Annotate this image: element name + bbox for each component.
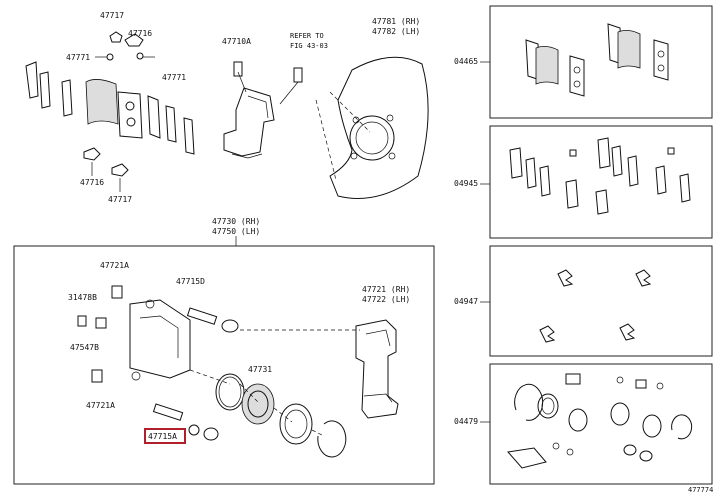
pad-shim-6 <box>183 117 195 155</box>
slide-pin-47715D <box>186 307 218 325</box>
label-47717-bottom: 47717 <box>108 195 132 204</box>
label-47781: 47781 (RH) <box>372 17 420 26</box>
slide-pin-47715A <box>152 403 184 421</box>
kit-box-04479 <box>489 363 713 485</box>
piston-boot <box>279 403 313 445</box>
label-refer-to: REFER TO <box>290 32 324 40</box>
caliper-piston <box>241 383 275 425</box>
pad-shim-2 <box>39 71 51 109</box>
pad-shim-5 <box>165 105 177 143</box>
label-47722: 47722 (LH) <box>362 295 410 304</box>
label-47716-bottom: 47716 <box>80 178 104 187</box>
label-refer-fig: FIG 43-03 <box>290 42 328 50</box>
bleeder-screw <box>95 317 107 329</box>
kit-04947-clips <box>539 269 652 343</box>
label-47710A: 47710A <box>222 37 251 46</box>
bleeder-cap <box>77 315 87 327</box>
kit-04945-shims <box>509 137 691 215</box>
brake-pad-inner <box>85 79 119 125</box>
bracket-bolt-1 <box>233 61 243 77</box>
label-47715A[interactable]: 47715A <box>148 432 177 441</box>
label-47721: 47721 (RH) <box>362 285 410 294</box>
pad-clip-top <box>109 31 123 43</box>
dust-shield-outline <box>329 56 429 199</box>
highlight-box-47715A[interactable] <box>144 428 186 444</box>
label-47771-right: 47771 <box>162 73 186 82</box>
label-47731: 47731 <box>248 365 272 374</box>
brake-pad-outer <box>117 91 143 139</box>
caliper-mounting-bracket <box>223 61 303 159</box>
pin-boot-lower <box>203 427 219 441</box>
pad-pin-left <box>106 53 114 61</box>
kit-label-04945: 04945 <box>454 179 478 188</box>
caliper-assembly-box <box>13 245 435 485</box>
pin-bushing <box>188 424 200 436</box>
kit-label-04479: 04479 <box>454 417 478 426</box>
label-47721A-top: 47721A <box>100 261 129 270</box>
pad-shim-3 <box>61 79 73 117</box>
caliper-cylinder <box>129 299 191 379</box>
boot-set-ring <box>317 420 347 458</box>
bleeder-lower <box>91 369 103 383</box>
diagram-footer-code: 477774 <box>688 486 713 494</box>
kit-04479-seal-kit <box>507 373 693 469</box>
piston-seal <box>215 373 245 411</box>
bleeder-plug <box>111 285 123 299</box>
pad-pin-right <box>136 52 144 60</box>
brake-pad-group <box>25 31 195 192</box>
label-47750: 47750 (LH) <box>212 227 260 236</box>
label-47771-left: 47771 <box>66 53 90 62</box>
caliper-assembly-parts <box>77 285 399 458</box>
kit-box-04465 <box>489 5 713 119</box>
pad-shim-1 <box>25 61 39 99</box>
label-47717-top: 47717 <box>100 11 124 20</box>
pad-clip-bottom-2 <box>111 163 129 177</box>
hub-opening <box>349 115 395 161</box>
label-47721A-bottom: 47721A <box>86 401 115 410</box>
label-47715D: 47715D <box>176 277 205 286</box>
label-47782: 47782 (LH) <box>372 27 420 36</box>
label-47547B: 47547B <box>70 343 99 352</box>
bracket-bolt-2 <box>293 67 303 83</box>
kit-box-04945 <box>489 125 713 239</box>
label-31478B: 31478B <box>68 293 97 302</box>
pin-boot-upper <box>221 319 239 333</box>
bracket-body <box>223 87 275 157</box>
kit-box-04947 <box>489 245 713 357</box>
disc-dust-shield <box>315 56 429 199</box>
kit-label-04465: 04465 <box>454 57 478 66</box>
pad-clip-bottom <box>83 147 101 161</box>
kit-label-04947: 04947 <box>454 297 478 306</box>
label-47716-top: 47716 <box>128 29 152 38</box>
caliper-torque-plate <box>355 319 399 419</box>
pad-shim-4 <box>147 95 161 139</box>
pad-clip-top-2 <box>124 33 144 47</box>
label-47730: 47730 (RH) <box>212 217 260 226</box>
kit-04465-pads <box>525 23 669 97</box>
